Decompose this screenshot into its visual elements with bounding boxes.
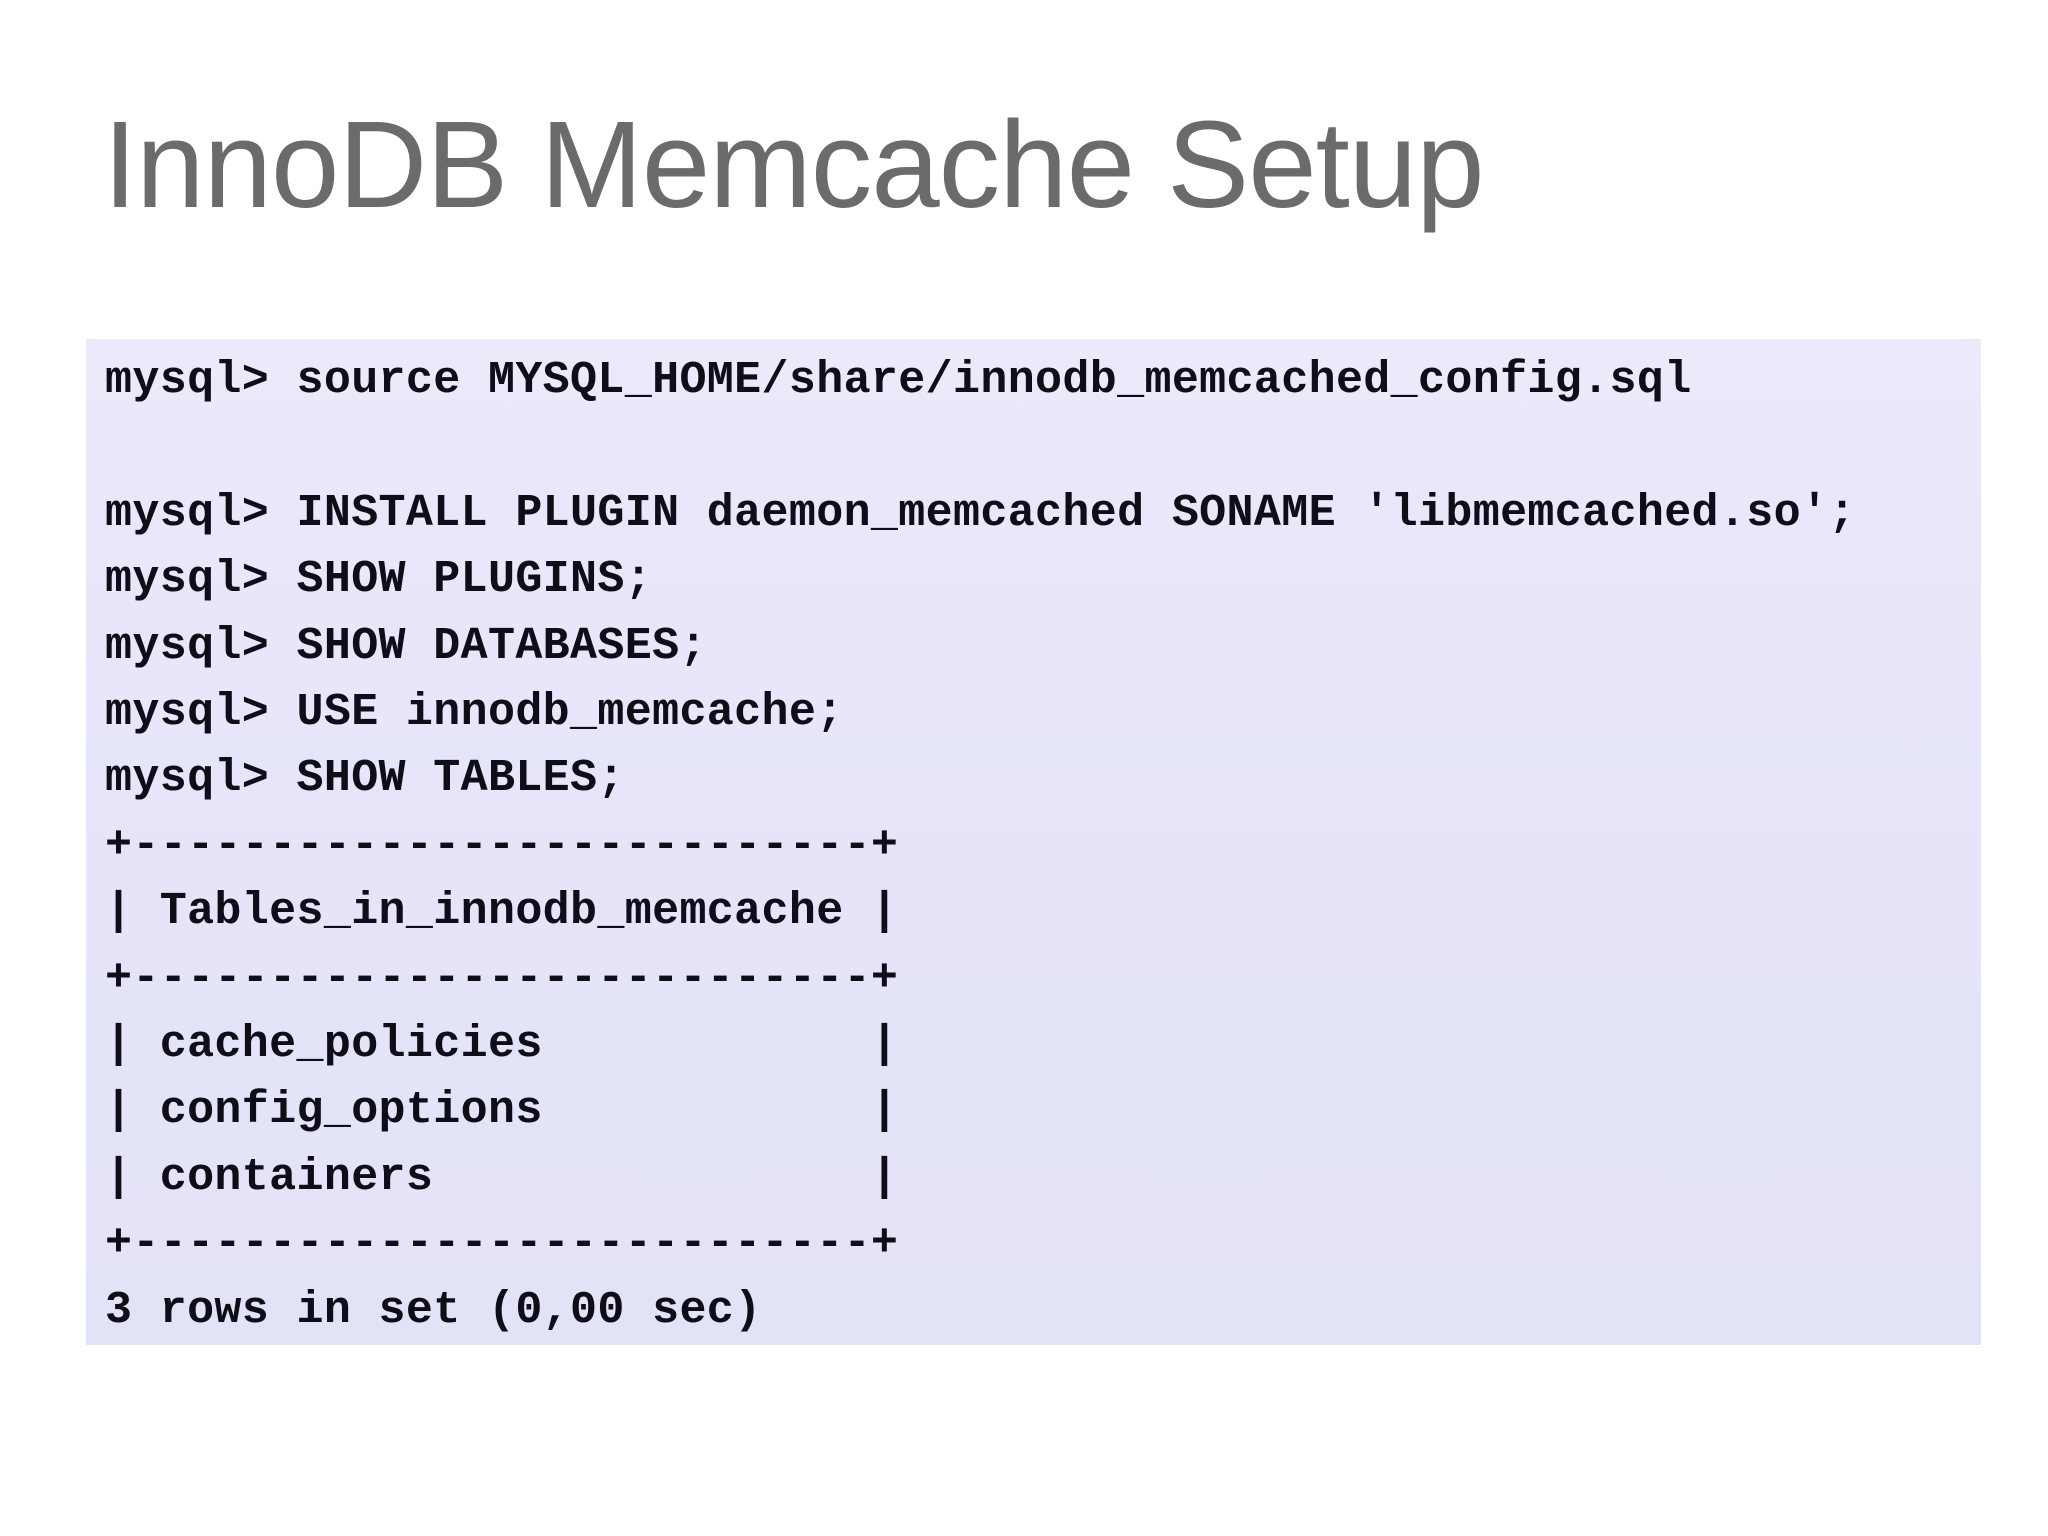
terminal-line bbox=[105, 414, 1981, 480]
terminal-line: 3 rows in set (0,00 sec) bbox=[105, 1284, 762, 1336]
terminal-line: +---------------------------+ bbox=[105, 819, 899, 871]
slide-title: InnoDB Memcache Setup bbox=[103, 97, 1485, 234]
terminal-line: | Tables_in_innodb_memcache | bbox=[105, 886, 899, 938]
terminal-line: | containers | bbox=[105, 1151, 899, 1203]
terminal-output-block: mysql> source MYSQL_HOME/share/innodb_me… bbox=[86, 339, 1981, 1345]
terminal-line: | config_options | bbox=[105, 1085, 899, 1137]
terminal-line: +---------------------------+ bbox=[105, 952, 899, 1004]
terminal-line: | cache_policies | bbox=[105, 1019, 899, 1071]
terminal-line: mysql> SHOW PLUGINS; bbox=[105, 554, 653, 606]
terminal-line: mysql> SHOW TABLES; bbox=[105, 753, 625, 805]
terminal-line: mysql> INSTALL PLUGIN daemon_memcached S… bbox=[105, 487, 1856, 539]
terminal-line: mysql> USE innodb_memcache; bbox=[105, 687, 844, 739]
terminal-line: mysql> SHOW DATABASES; bbox=[105, 620, 707, 672]
terminal-line: mysql> source MYSQL_HOME/share/innodb_me… bbox=[105, 355, 1692, 406]
terminal-line: +---------------------------+ bbox=[105, 1218, 899, 1270]
